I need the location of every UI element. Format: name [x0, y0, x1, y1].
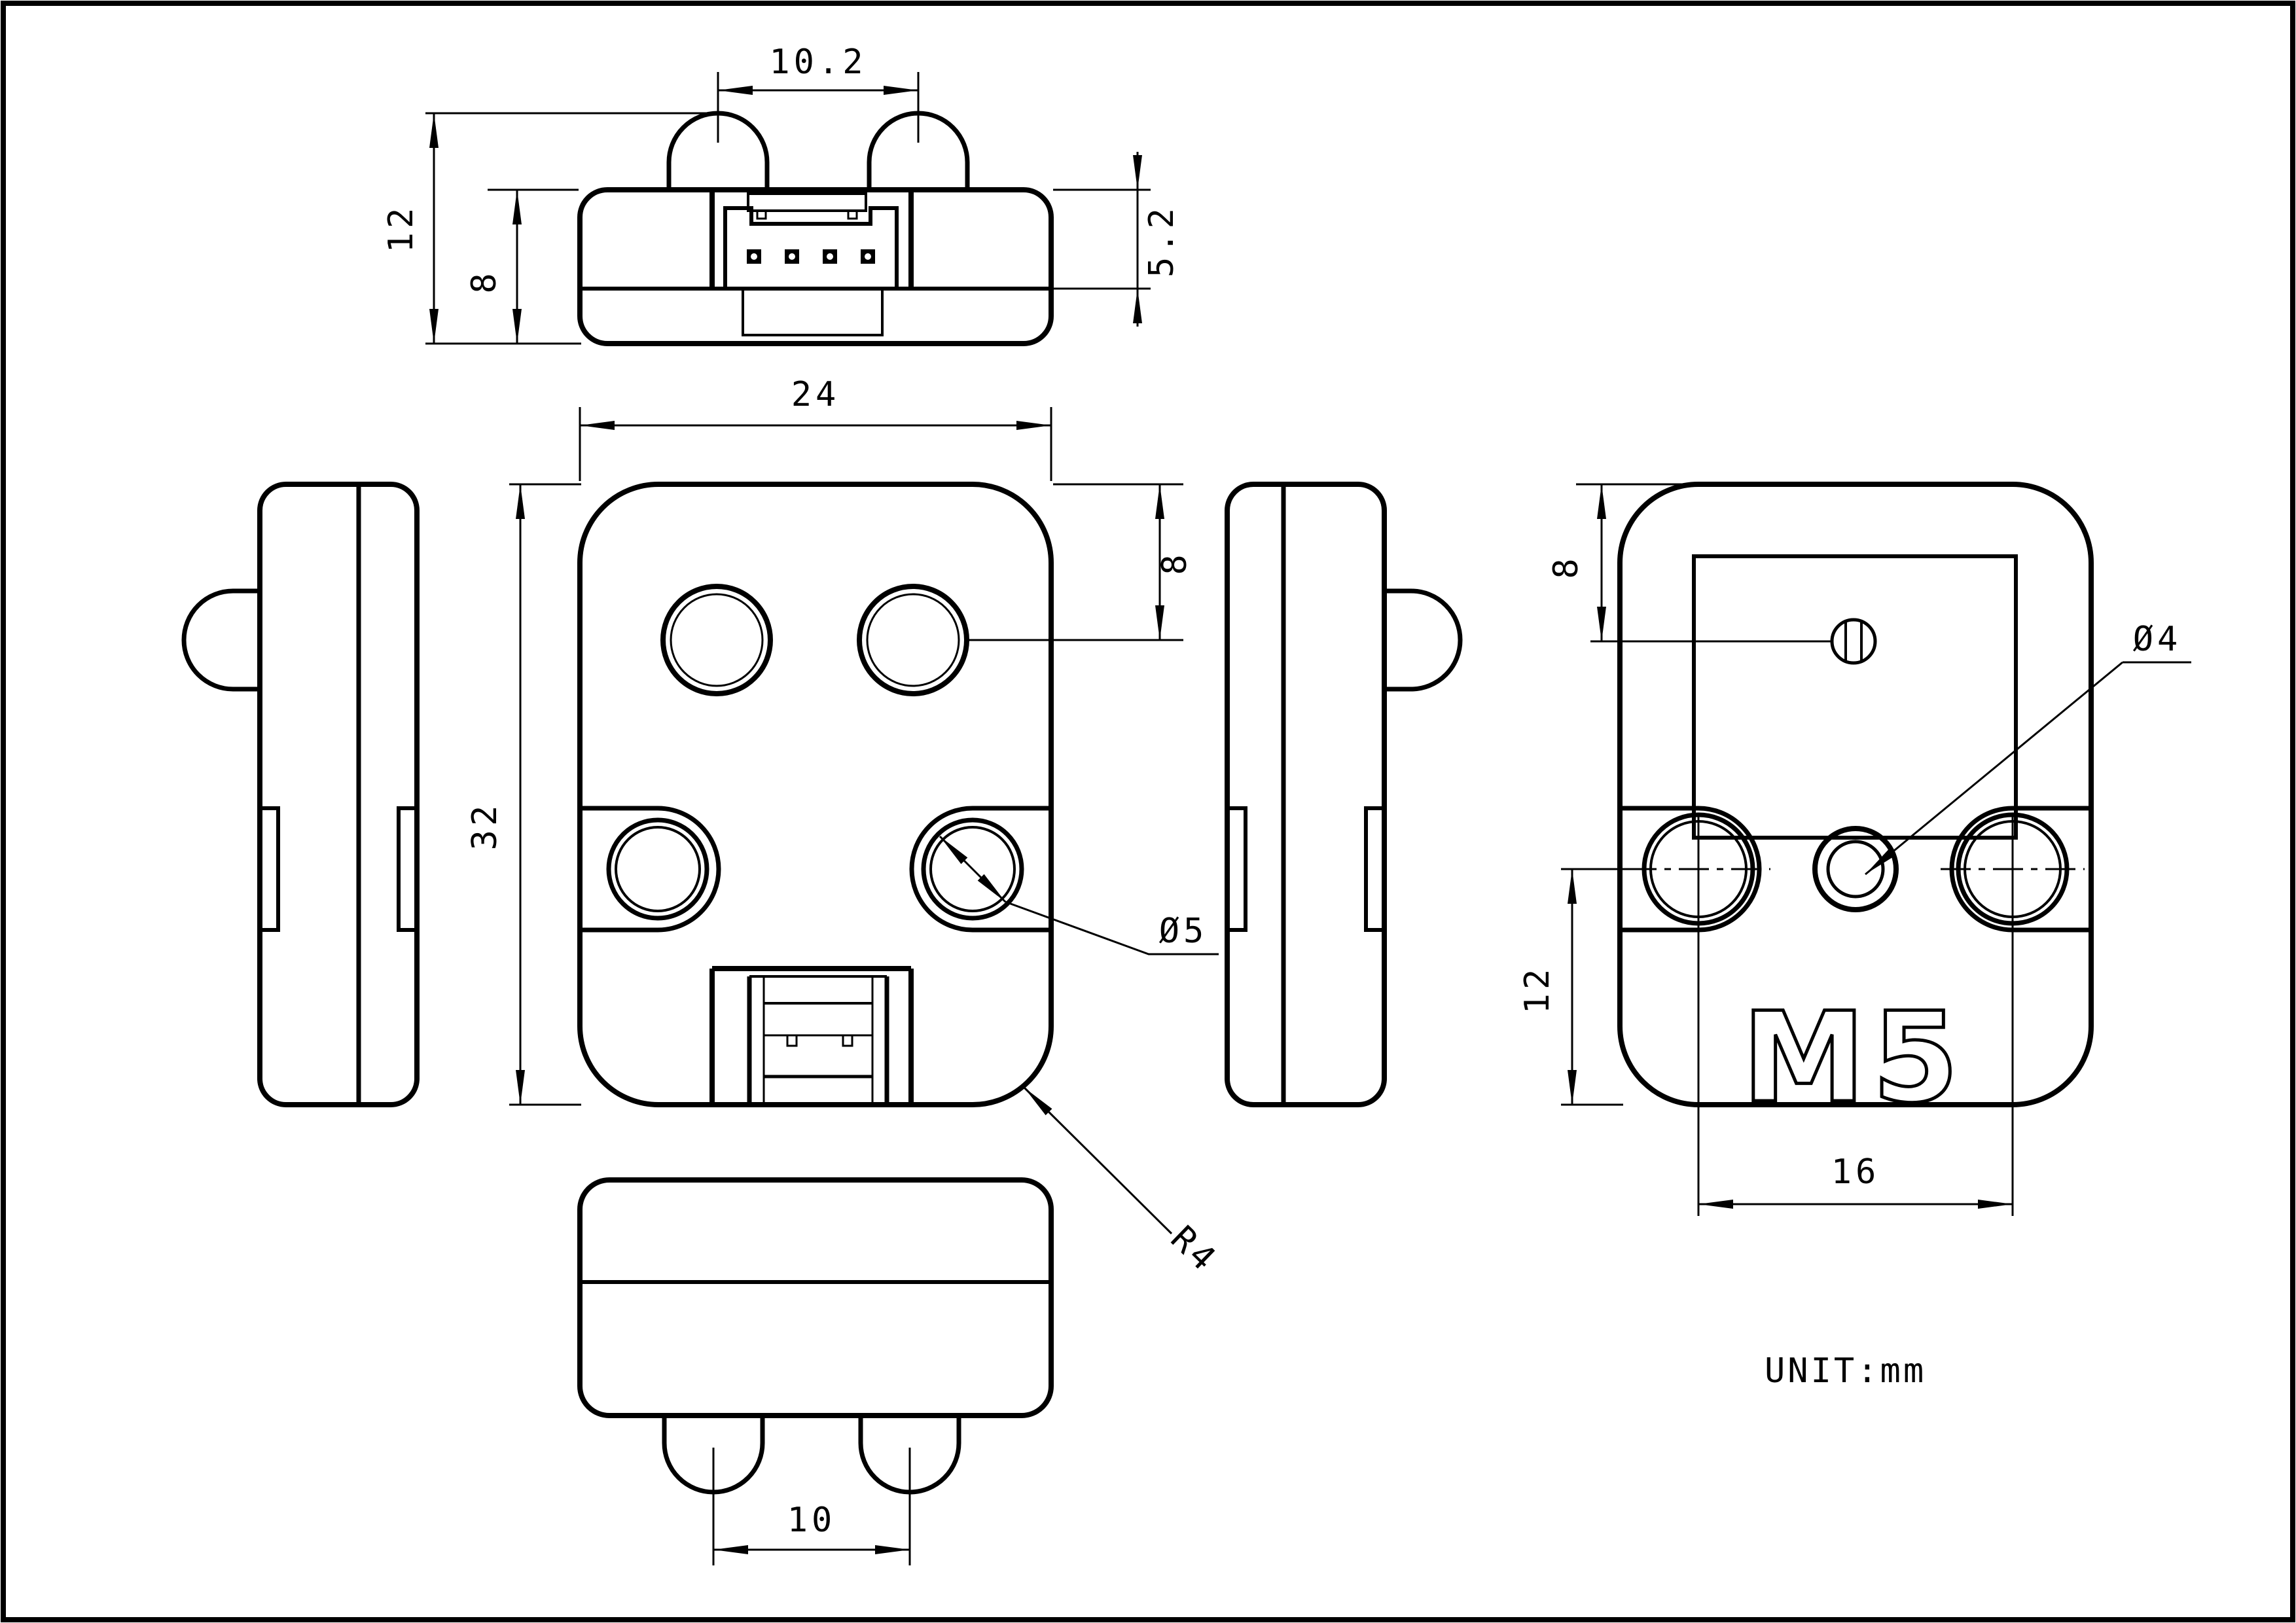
mount-hole-left	[606, 817, 709, 921]
front-view: 24 32 8 Ø5 R4	[465, 375, 1225, 1281]
screw-head	[1830, 618, 1877, 665]
label-recess	[1692, 554, 2018, 840]
dim-back-center-hole-diameter: Ø4	[2133, 620, 2182, 659]
dim-top-shell-depth: 5.2	[1142, 204, 1181, 277]
bottom-view: 10	[577, 1177, 1054, 1565]
connector-pins	[747, 249, 875, 264]
lens-left	[660, 584, 773, 696]
dim-front-hole-diameter: Ø5	[1159, 912, 1208, 951]
top-view: 10.2 12 8 5.2	[382, 43, 1181, 346]
lens-right	[857, 584, 969, 696]
center-hole	[1812, 826, 1899, 912]
left-side-view	[181, 482, 420, 1107]
lens-bump-profile	[181, 588, 260, 692]
dim-front-height: 32	[465, 802, 505, 851]
dim-front-corner-radius: R4	[1163, 1219, 1225, 1281]
dim-front-lens-offset: 8	[1155, 550, 1194, 575]
dim-top-overall-depth: 12	[382, 204, 421, 253]
dim-back-hole-spacing: 16	[1831, 1152, 1880, 1192]
lens-bump-profile	[1384, 588, 1463, 692]
dim-back-screw-offset: 8	[1547, 554, 1586, 579]
dim-front-width: 24	[791, 375, 840, 414]
back-view: M5 8 12 16 Ø4	[1518, 482, 2191, 1216]
dim-top-body-depth: 8	[465, 269, 504, 293]
dim-top-bump-spacing: 10.2	[769, 43, 867, 82]
dim-back-hole-offset: 12	[1518, 965, 1557, 1014]
unit-note: UNIT:mm	[1765, 1351, 1926, 1391]
mount-hole-right	[921, 817, 1024, 921]
m5-logo: M5	[1742, 986, 1965, 1130]
dim-bottom-bump-spacing: 10	[787, 1501, 836, 1540]
right-side-view	[1225, 482, 1463, 1107]
